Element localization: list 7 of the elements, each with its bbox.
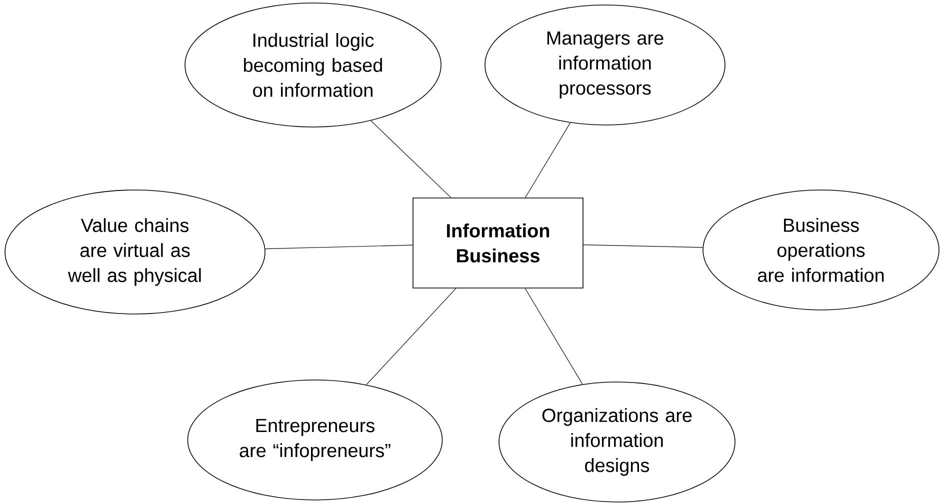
- connector-line: [524, 122, 571, 198]
- center-box: Information Business: [412, 198, 584, 288]
- connector-line: [583, 244, 704, 248]
- connector-line: [366, 288, 456, 385]
- connector-line: [264, 244, 413, 250]
- connector-line: [370, 120, 452, 198]
- connector-line: [524, 288, 583, 385]
